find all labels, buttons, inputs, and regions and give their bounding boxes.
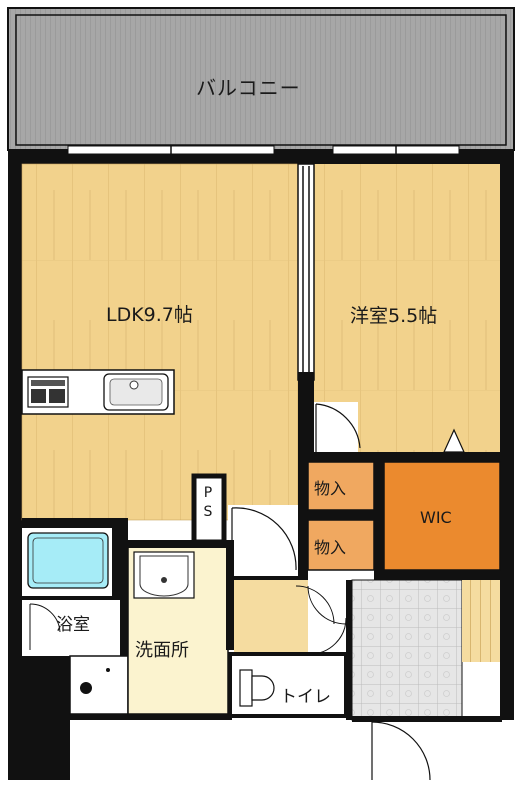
partition-wall: [297, 163, 315, 381]
kitchen-counter: [21, 369, 175, 415]
room-label-wic: WIC: [420, 508, 452, 527]
room-label-ldk: LDK9.7帖: [106, 304, 193, 326]
entrance-door: [352, 716, 502, 786]
room-label-washroom: 洗面所: [135, 640, 189, 661]
bottom-left-column: [8, 655, 70, 778]
laundry-area: [69, 655, 129, 715]
ldk-floor: [22, 164, 298, 520]
storage-1: [307, 461, 375, 511]
room-label-storage-1: 物入: [314, 479, 347, 498]
left-wall: [8, 150, 22, 778]
entrance-floor: [351, 579, 463, 721]
toilet-icon: [239, 669, 275, 707]
room-label-pipe-space: PS: [203, 485, 213, 520]
hallway-floor: [234, 576, 308, 654]
room-label-balcony: バルコニー: [196, 76, 301, 100]
storage-2: [307, 519, 375, 571]
walk-in-closet: [383, 461, 501, 571]
interior-wall-closets: [298, 452, 500, 462]
right-wall: [500, 150, 514, 580]
room-label-toilet: トイレ: [280, 687, 331, 707]
room-label-bathroom: 浴室: [56, 615, 90, 635]
room-label-western-room: 洋室5.5帖: [350, 305, 438, 327]
ldk-door: [228, 505, 298, 571]
stairs: [462, 580, 500, 662]
room-label-storage-2: 物入: [314, 538, 347, 557]
balcony-area: [7, 7, 515, 151]
western-room-door: [314, 402, 361, 458]
